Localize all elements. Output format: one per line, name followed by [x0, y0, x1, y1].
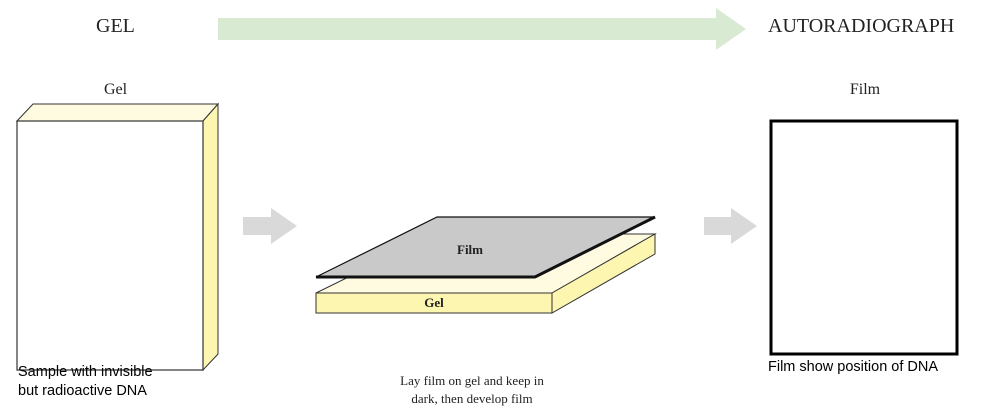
- header-gel: GEL: [96, 15, 135, 37]
- header-autoradiograph: AUTORADIOGRAPH: [768, 15, 954, 37]
- slab-gel-label: Gel: [424, 295, 444, 310]
- middle-caption-2: dark, then develop film: [411, 391, 532, 406]
- gel-caption-1: Sample with invisible: [18, 364, 153, 380]
- step-arrow-1: [243, 208, 297, 244]
- process-arrow: [218, 8, 746, 50]
- gel-caption-2: but radioactive DNA: [18, 383, 147, 399]
- film-caption: Film show position of DNA: [768, 359, 938, 375]
- film-title: Film: [850, 81, 881, 98]
- sheet-film-label: Film: [457, 242, 483, 257]
- middle-caption-1: Lay film on gel and keep in: [400, 373, 544, 388]
- step-arrow-2: [704, 208, 757, 244]
- gel-block: [15, 102, 220, 372]
- gel-title: Gel: [104, 81, 128, 98]
- developed-film: [769, 119, 959, 356]
